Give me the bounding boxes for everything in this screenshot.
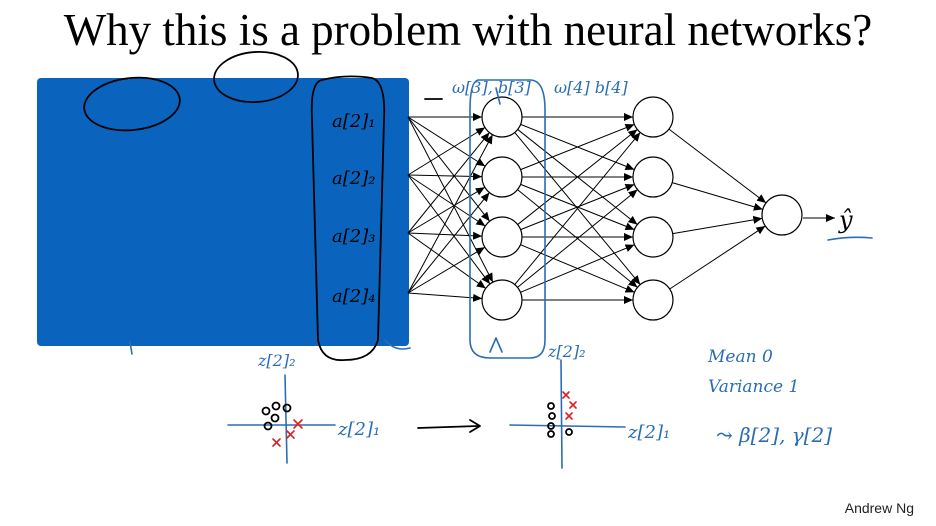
edge-input-to-layer3 bbox=[407, 134, 494, 294]
layer3-node-3 bbox=[481, 216, 523, 258]
activation-a1: a[2]₁ bbox=[332, 111, 375, 132]
mean-note: Mean 0 bbox=[707, 347, 773, 367]
circled-input-1 bbox=[83, 76, 181, 132]
output-label: ŷ bbox=[838, 206, 853, 234]
beta-gamma-note: ⤳ β[2], γ[2] bbox=[716, 423, 832, 447]
network-edges bbox=[407, 113, 767, 304]
edge-layer3-to-layer4 bbox=[520, 244, 635, 293]
edge-layer3-to-layer4 bbox=[517, 129, 638, 225]
edge-input-to-layer3 bbox=[407, 192, 490, 294]
layer3-top-tick bbox=[495, 87, 501, 105]
left-scatter-plot bbox=[227, 374, 336, 464]
edge-input-to-layer3 bbox=[407, 232, 487, 289]
edge-layer3-to-layer4 bbox=[520, 123, 635, 171]
slide-title: Why this is a problem with neural networ… bbox=[63, 5, 873, 55]
network-nodes bbox=[481, 96, 803, 321]
scribble-2 bbox=[384, 339, 411, 350]
edge-layer3-to-layer4 bbox=[520, 183, 635, 231]
layer3-node-4 bbox=[481, 279, 523, 321]
output-node bbox=[761, 194, 803, 236]
activation-a2: a[2]₂ bbox=[332, 168, 375, 189]
edge-layer4-to-output bbox=[669, 225, 766, 290]
weights-layer3-label: ω[3], b[3] bbox=[452, 78, 532, 97]
weights-layer4-label: ω[4] b[4] bbox=[554, 78, 628, 97]
activation-a3: a[2]₃ bbox=[332, 226, 375, 247]
edge-input-to-layer3 bbox=[407, 116, 494, 283]
author-credit: Andrew Ng bbox=[844, 500, 914, 516]
transform-arrow-head bbox=[469, 419, 481, 433]
right-plot-z2-label: z[2]₂ bbox=[547, 342, 586, 361]
edge-layer4-to-output bbox=[672, 215, 763, 235]
layer3-bottom-arrow bbox=[489, 337, 503, 353]
edge-input-to-layer3 bbox=[407, 246, 486, 294]
edge-input-to-layer3 bbox=[407, 116, 486, 167]
edge-input-to-layer3 bbox=[407, 116, 491, 222]
layer4-node-2 bbox=[632, 156, 674, 198]
left-plot-z1-label: z[2]₁ bbox=[337, 419, 380, 440]
left-plot-z2-label: z[2]₂ bbox=[257, 351, 296, 370]
layer3-node-2 bbox=[481, 156, 523, 198]
activation-a4: a[2]₄ bbox=[332, 286, 375, 307]
edge-layer3-to-layer4 bbox=[514, 132, 641, 285]
edge-input-to-layer3 bbox=[407, 174, 491, 285]
edge-layer3-to-layer4 bbox=[517, 189, 638, 288]
edge-layer4-to-output bbox=[668, 128, 767, 204]
edge-input-to-layer3 bbox=[407, 174, 486, 227]
right-scatter-plot bbox=[509, 359, 626, 469]
edge-layer4-to-output bbox=[672, 182, 763, 211]
layer4-node-4 bbox=[632, 279, 674, 321]
edge-input-to-layer3 bbox=[407, 292, 483, 302]
variance-note: Variance 1 bbox=[708, 377, 799, 397]
edge-input-to-layer3 bbox=[407, 127, 486, 176]
scribble-1 bbox=[129, 341, 133, 355]
redaction-box bbox=[37, 78, 409, 346]
layer4-node-1 bbox=[632, 96, 674, 138]
circled-input-2 bbox=[213, 50, 299, 104]
layer3-node-1 bbox=[481, 96, 523, 138]
edge-input-to-layer3 bbox=[407, 132, 490, 234]
output-underline bbox=[827, 236, 873, 241]
layer4-node-3 bbox=[632, 216, 674, 258]
activations-outline bbox=[310, 75, 386, 362]
edge-input-to-layer3 bbox=[407, 186, 486, 234]
edge-input-to-layer3 bbox=[407, 231, 483, 240]
right-plot-z1-label: z[2]₁ bbox=[627, 422, 670, 443]
layer3-outline bbox=[469, 79, 546, 359]
transform-arrow-shaft bbox=[417, 425, 479, 429]
